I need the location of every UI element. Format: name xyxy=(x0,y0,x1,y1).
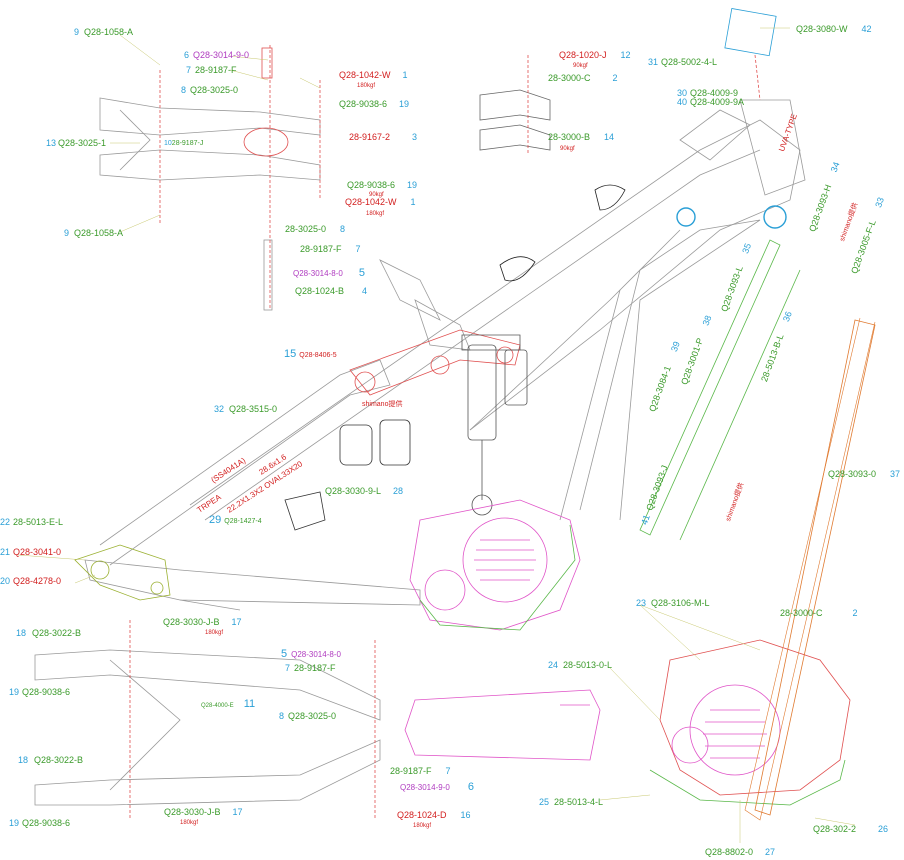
load-p4: 180kgf xyxy=(357,83,376,89)
motor-cover xyxy=(419,524,576,631)
seatstay-explode xyxy=(34,649,381,806)
rear-dropout xyxy=(74,544,171,601)
motor-unit xyxy=(409,499,581,631)
rocker-link xyxy=(349,329,521,396)
label-p8: 1028-9187-J xyxy=(164,140,204,147)
leader-lines xyxy=(17,27,856,843)
cable-guide-plate xyxy=(339,424,373,466)
brake-mount xyxy=(284,491,326,531)
chain-slapper xyxy=(754,319,876,816)
load-p10: 90kgf xyxy=(369,192,384,198)
headtube-ring-left xyxy=(676,207,696,227)
headtube-ring-right xyxy=(763,205,787,229)
load-p32: 180kgf xyxy=(205,630,224,636)
load-p43: 180kgf xyxy=(413,823,432,829)
headset-cap xyxy=(724,8,777,57)
rear-shock xyxy=(461,334,528,516)
load-p19: 90kgf xyxy=(560,146,575,152)
load-p17: 90kgf xyxy=(573,63,588,69)
motor-explode xyxy=(659,639,851,796)
note-shimano-1: shimano提供 xyxy=(362,401,403,408)
chainstay xyxy=(84,359,421,611)
battery-cover-explode xyxy=(404,689,601,761)
chainguide-explode xyxy=(639,239,801,541)
main-frame xyxy=(189,99,806,521)
motor-skid-explode xyxy=(649,759,846,806)
load-p42: 180kgf xyxy=(180,820,199,826)
shock-mount-explode xyxy=(479,55,551,155)
load-p11: 180kgf xyxy=(366,211,385,217)
